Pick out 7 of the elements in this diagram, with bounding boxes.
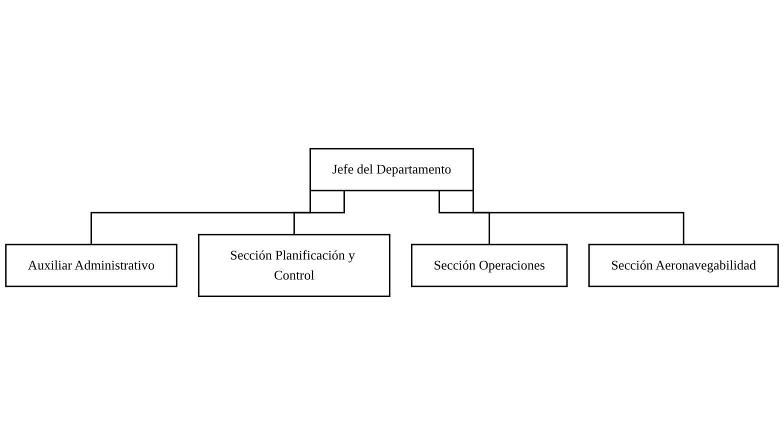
node-box: Jefe del Departamento xyxy=(310,148,474,192)
node-box: Sección Aeronavegabilidad xyxy=(588,244,779,288)
node-box: Sección Planificación y Control xyxy=(198,234,390,298)
node-box: Auxiliar Administrativo xyxy=(5,244,178,288)
connector xyxy=(438,190,490,246)
node-box: Sección Operaciones xyxy=(410,244,568,288)
connector xyxy=(293,190,345,236)
